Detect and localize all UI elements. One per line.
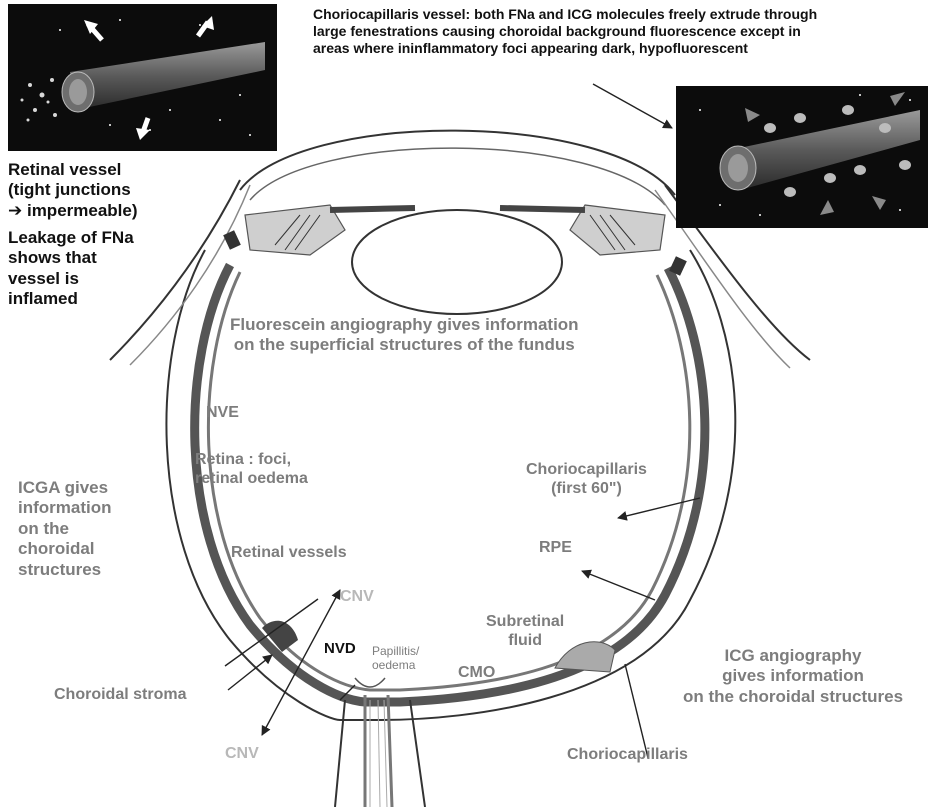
choroidal-stroma-label: Choroidal stroma [54, 685, 186, 704]
cnv-bottom-label: CNV [225, 744, 259, 763]
retinal-vessel-inset [8, 4, 277, 151]
cornea [240, 131, 675, 195]
retinal-vessels-label: Retinal vessels [231, 543, 347, 562]
cornea-inner [250, 148, 665, 205]
nvd-label: NVD [324, 640, 356, 658]
optic-disc [355, 678, 385, 687]
icga-callout: ICGA gives information on the choroidal … [18, 478, 112, 580]
lens [352, 210, 562, 314]
choriocapillaris-lower-label: Choriocapillaris [567, 745, 688, 764]
iris-left [330, 208, 415, 210]
subretinal-fluid-label: Subretinal fluid [486, 612, 564, 650]
sclera-mark-left [223, 230, 241, 250]
iris-right [500, 208, 585, 210]
cnv-top-label: CNV [340, 587, 374, 606]
cmo-label: CMO [458, 663, 495, 682]
papillitis-label: Papillitis/ oedema [372, 644, 419, 673]
rpe-label: RPE [539, 538, 572, 557]
choriocapillaris-upper-label: Choriocapillaris (first 60") [526, 460, 647, 498]
nve-label: NVE [206, 403, 239, 422]
leakage-callout: Leakage of FNa shows that vessel is infl… [8, 228, 134, 310]
choriocapillaris-vessel-callout: Choriocapillaris vessel: both FNa and IC… [313, 6, 817, 56]
ciliary-body-left [245, 205, 345, 255]
icg-angiography-callout: ICG angiography gives information on the… [657, 646, 929, 707]
retinal-vessel-callout: Retinal vessel (tight junctions ➔ imperm… [8, 160, 138, 221]
retina-label: Retina : foci, retinal oedema [195, 450, 308, 488]
fluorescein-angiography-callout: Fluorescein angiography gives informatio… [230, 315, 579, 356]
choriocapillaris-inset [676, 86, 928, 228]
